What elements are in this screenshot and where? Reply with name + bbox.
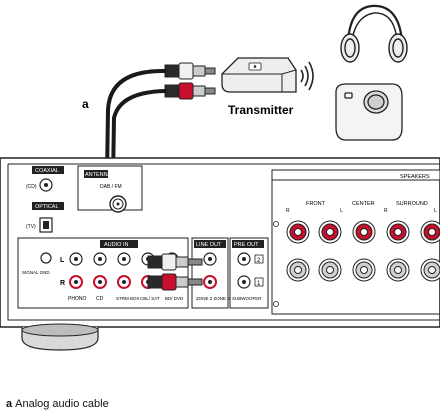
coaxial-label: COAXIAL [35,168,59,174]
line-out-label: LINE OUT [196,242,222,248]
surround-l-label: L [434,208,437,214]
bluetooth-speaker-icon [335,83,403,141]
cbl-sat-label: CBL/ SAT [140,296,160,301]
subwoofer-label: SUBWOOFER [232,296,262,301]
optical-label: OPTICAL [35,204,59,210]
callout-letter-a: a [82,97,89,111]
surround-label: SURROUND [396,201,428,207]
transmitter-device [221,57,297,93]
av-receiver-rear-panel: COAXIAL (CD) OPTICAL (TV) ANTENNA DAB / … [0,157,440,351]
pre-out-num1: 1 [257,281,261,287]
rca-plug-white-top [164,62,216,80]
pre-out-label: PRE OUT [234,242,259,248]
front-l-label: L [340,208,343,214]
zone2-zoneb-label: ZONE 2 ZONE B [196,296,230,301]
speaker-terminals-top [286,220,440,244]
front-r-label: R [286,208,290,214]
cd-label: CD [96,296,104,302]
headphones-icon [340,4,408,63]
caption-letter: a [6,398,13,410]
pre-out-num2: 2 [257,258,261,264]
optical-in-label: (TV) [26,224,36,230]
strm-box-label: STRM BOX [116,296,140,301]
antenna-label: ANTENNA [85,172,112,178]
speaker-terminals-bottom [286,258,440,282]
dab-fm-label: DAB / FM [100,184,122,190]
front-label: FRONT [306,201,326,207]
surround-r-label: R [384,208,388,214]
center-label: CENTER [352,201,375,207]
signal-gnd-label: SIGNAL GND [22,270,50,275]
rca-plug-white-lineout [147,253,203,271]
audio-in-l-label: L [60,257,65,264]
coaxial-in-label: (CD) [26,184,37,190]
bd-dvd-label: BD/ DVD [165,296,184,301]
rca-plug-red-lineout [147,273,203,291]
speakers-label: SPEAKERS [400,174,430,180]
audio-in-r-label: R [60,280,65,287]
audio-in-label: AUDIO IN [104,242,128,248]
signal-gnd-screw [40,252,52,264]
rca-plug-red-top [164,82,216,100]
transmitter-label: Transmitter [228,103,294,117]
wireless-waves-icon [300,61,314,91]
caption-text: Analog audio cable [15,398,109,410]
phono-label: PHONO [68,296,86,302]
